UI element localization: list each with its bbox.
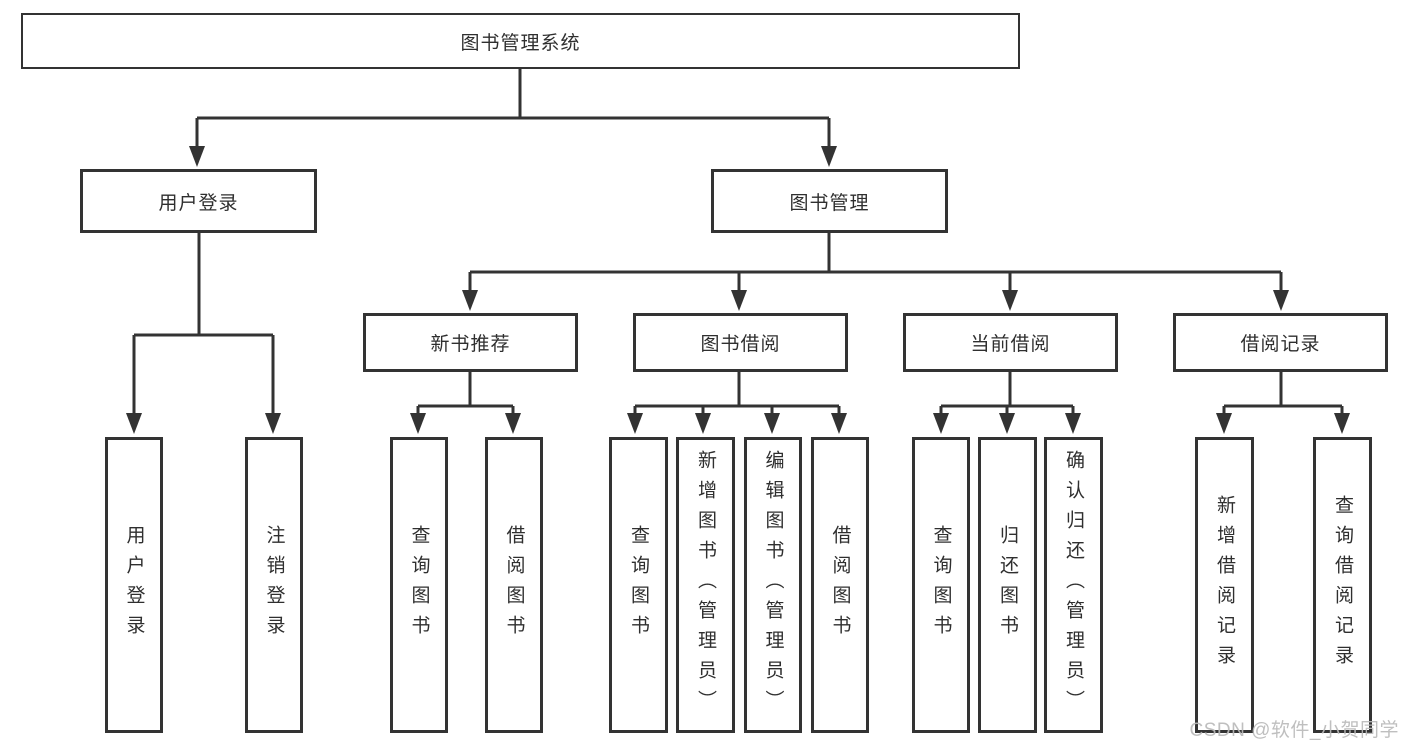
node-current-borrowing: 当前借阅 (903, 313, 1118, 372)
node-logout: 注销登录 (245, 437, 303, 733)
node-label: 查询图书 (628, 525, 649, 645)
node-label: 查询图书 (408, 525, 430, 645)
node-new-book-recommend: 新书推荐 (363, 313, 578, 372)
node-query-books: 查询图书 (912, 437, 970, 733)
node-label: 新书推荐 (430, 334, 511, 355)
node-label: 确认归还（管理员） (1063, 450, 1084, 720)
node-edit-book-admin: 编辑图书（管理员） (744, 437, 802, 733)
node-add-borrow-record: 新增借阅记录 (1195, 437, 1254, 733)
node-label: 借阅记录 (1240, 334, 1321, 355)
node-label: 归还图书 (997, 525, 1018, 645)
node-label: 新增借阅记录 (1214, 495, 1235, 675)
node-label: 编辑图书（管理员） (762, 450, 784, 720)
node-query-books: 查询图书 (390, 437, 448, 733)
node-label: 新增图书（管理员） (695, 450, 716, 720)
node-book-management-module: 图书管理 (711, 169, 948, 233)
node-label: 注销登录 (263, 525, 285, 645)
node-label: 用户登录 (158, 192, 239, 214)
node-label: 查询图书 (930, 525, 952, 645)
node-label: 借阅图书 (829, 525, 851, 645)
node-label: 图书借阅 (700, 334, 781, 355)
node-label: 图书管理系统 (460, 32, 581, 54)
node-confirm-return-admin: 确认归还（管理员） (1044, 437, 1103, 733)
node-label: 图书管理 (789, 192, 870, 214)
node-borrowing-records: 借阅记录 (1173, 313, 1388, 372)
node-system-root: 图书管理系统 (21, 13, 1020, 69)
node-label: 借阅图书 (503, 525, 525, 645)
node-query-borrow-record: 查询借阅记录 (1313, 437, 1372, 733)
node-user-login-module: 用户登录 (80, 169, 317, 233)
node-label: 用户登录 (123, 525, 145, 645)
node-label: 当前借阅 (970, 334, 1051, 355)
node-user-login: 用户登录 (105, 437, 163, 733)
csdn-watermark: CSDN @软件_小贺同学 (1189, 720, 1399, 741)
arrowheads (126, 146, 1350, 434)
node-label: 查询借阅记录 (1332, 495, 1353, 675)
node-query-books: 查询图书 (609, 437, 668, 733)
node-return-book: 归还图书 (978, 437, 1037, 733)
node-add-book-admin: 新增图书（管理员） (676, 437, 735, 733)
node-borrow-books: 借阅图书 (811, 437, 869, 733)
node-book-borrowing: 图书借阅 (633, 313, 848, 372)
node-borrow-books: 借阅图书 (485, 437, 543, 733)
